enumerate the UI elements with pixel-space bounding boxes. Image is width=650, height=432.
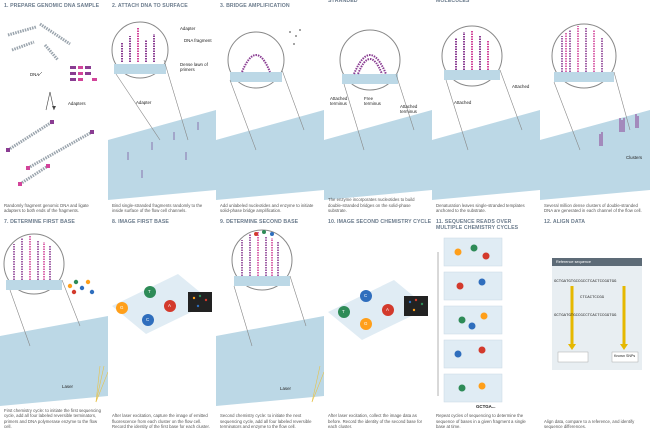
- step-4-attached2-label: Attached terminus: [400, 104, 418, 114]
- step-10-illustration: [328, 280, 428, 340]
- step-11-caption: Repeat cycles of sequencing to determine…: [436, 413, 526, 430]
- step-4-title: stranded: [328, 0, 358, 4]
- step-6-panel: Clusters Several million dense clusters …: [540, 0, 650, 216]
- step-7-panel: 7. Determine first base Laser First chem…: [0, 216, 108, 432]
- step-5-panel: molecules Attached Attached Denaturation…: [432, 0, 540, 216]
- step-10-g-label: G: [364, 321, 368, 326]
- step-1-caption: Randomly fragment genomic DNA and ligate…: [4, 202, 89, 214]
- step-2-illustration: [108, 21, 216, 200]
- step-5-illustration: [432, 25, 540, 200]
- step-6-caption: Several million dense clusters of double…: [544, 202, 642, 214]
- step-4-caption: The enzyme incorporates nucleotides to b…: [328, 197, 415, 214]
- step-4-panel: stranded Attached terminus Free terminus…: [324, 0, 432, 216]
- step-5-attached2-label: Attached: [512, 84, 530, 89]
- step-8-a-label: A: [168, 303, 171, 308]
- step-10-title: 10. Image second chemistry cycle: [328, 219, 432, 225]
- step-11-illustration: [437, 237, 503, 403]
- step-10-caption: After laser excitation, collect the imag…: [328, 413, 423, 430]
- step-9-illustration: [216, 229, 324, 406]
- step-7-title: 7. Determine first base: [4, 219, 75, 225]
- step-8-t-label: T: [148, 289, 151, 294]
- step-12-reference-seq: GCTGATGTGCCGCCTCACTCCGGTGG: [554, 280, 617, 284]
- step-4-attached-label: Attached terminus: [330, 96, 348, 106]
- step-7-caption: First chemistry cycle: to initiate the f…: [4, 407, 101, 430]
- step-2-lawn-label: Dense lawn of primers: [180, 62, 208, 72]
- step-9-caption: Second chemistry cycle: to initiate the …: [220, 413, 312, 430]
- step-4-free-label: Free terminus: [364, 96, 381, 106]
- step-4-illustration: [324, 29, 432, 200]
- step-12-aligned-seq: GCTGATGTGCCGCCTCACTCCGGTGG: [554, 314, 617, 318]
- step-2-caption: Bind single-stranded fragments randomly …: [112, 202, 203, 214]
- step-8-panel: 8. Image first base G T C A After laser …: [108, 216, 216, 432]
- step-3-illustration: [216, 29, 324, 200]
- step-9-laser-label: Laser: [280, 386, 291, 391]
- step-12-illustration: [552, 258, 642, 370]
- step-1-dna-label: DNA: [30, 72, 40, 77]
- step-9-panel: 9. Determine second base Laser Second ch…: [216, 216, 324, 432]
- step-10-c-label: C: [364, 293, 368, 298]
- step-5-attached-label: Attached: [454, 100, 472, 105]
- step-12-reference-label: Reference sequence: [556, 260, 592, 264]
- step-2-adapter2-label: Adapter: [136, 100, 152, 105]
- step-5-title: molecules: [436, 0, 470, 4]
- step-1-adapters-label: Adapters: [68, 101, 86, 106]
- step-10-t-label: T: [342, 309, 345, 314]
- step-11-panel: 11. Sequence reads over multiple chemist…: [432, 216, 540, 432]
- step-12-snps-label: Known SNPs: [614, 354, 636, 358]
- step-2-adapter-label: Adapter: [180, 26, 196, 31]
- step-12-title: 12. Align data: [544, 219, 586, 225]
- step-1-title: 1. Prepare genomic DNA sample: [4, 3, 100, 9]
- step-2-title: 2. Attach DNA to surface: [112, 3, 188, 9]
- step-12-panel: 12. Align data Reference sequence GCTGAT…: [540, 216, 650, 432]
- step-3-panel: 3. Bridge amplification Add unlabeled nu…: [216, 0, 324, 216]
- step-2-panel: 2. Attach DNA to surface Adapter DNA fra…: [108, 0, 216, 216]
- step-10-a-label: A: [386, 307, 389, 312]
- step-8-illustration: [112, 274, 212, 334]
- step-1-illustration: [6, 22, 97, 186]
- step-6-clusters-label: Clusters: [626, 155, 643, 160]
- step-12-caption: Align data, compare to a reference, and …: [544, 418, 635, 430]
- step-11-title: 11. Sequence reads over multiple chemist…: [436, 219, 519, 231]
- step-9-title: 9. Determine second base: [220, 219, 299, 225]
- step-12-read-seq: CTCACTCCGG: [580, 296, 605, 300]
- step-1-panel: 1. Prepare genomic DNA sample DNA Adapte…: [0, 0, 108, 216]
- step-7-illustration: [0, 233, 108, 406]
- step-5-caption: Denaturation leaves single-stranded temp…: [436, 202, 525, 214]
- step-3-caption: Add unlabeled nucleotides and enzyme to …: [220, 202, 314, 214]
- step-10-panel: 10. Image second chemistry cycle C A T G…: [324, 216, 432, 432]
- step-7-laser-label: Laser: [62, 384, 73, 389]
- step-8-caption: After laser excitation, capture the imag…: [112, 413, 210, 430]
- step-2-fragment-label: DNA fragment: [184, 38, 212, 43]
- step-8-g-label: G: [120, 305, 124, 310]
- step-8-c-label: C: [146, 317, 150, 322]
- step-11-read-label: GCTGA...: [476, 404, 496, 409]
- step-6-illustration: [540, 23, 650, 200]
- step-3-title: 3. Bridge amplification: [220, 3, 290, 9]
- step-8-title: 8. Image first base: [112, 219, 169, 225]
